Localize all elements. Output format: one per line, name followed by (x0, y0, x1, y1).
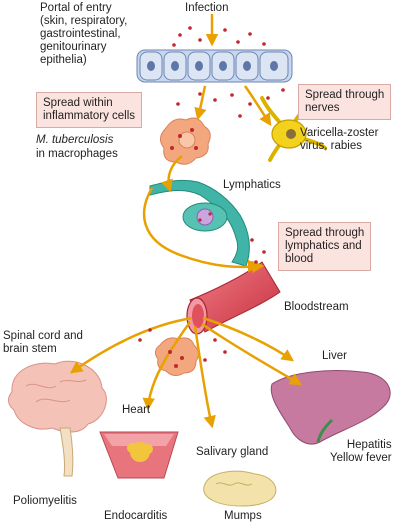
spread-inflammatory-box: Spread within inflammatory cells (36, 92, 143, 128)
heart-label: Heart (122, 404, 151, 416)
liver-label: Liver (322, 350, 347, 362)
varicella-label: Varicella-zoster virus, rabies (300, 127, 379, 152)
bloodstream-label: Bloodstream (284, 301, 349, 313)
mumps-label: Mumps (224, 510, 262, 522)
hepatitis-label: Hepatitis Yellow fever (330, 439, 392, 464)
lymphatic-vessel (149, 179, 250, 267)
virus-particles (138, 26, 285, 368)
macrophage-cell (160, 117, 211, 165)
heart-organ (99, 431, 179, 479)
m-tuberculosis-label: M. tuberculosis (36, 134, 114, 146)
poliomyelitis-label: Poliomyelitis (13, 495, 77, 507)
endocarditis-label: Endocarditis (104, 510, 168, 522)
portal-of-entry-label: Portal of entry (skin, respiratory, gast… (40, 2, 128, 66)
spread-arrows (69, 14, 303, 429)
blood-macrophage (154, 337, 200, 377)
infection-label: Infection (185, 2, 229, 14)
spinal-cord-label: Spinal cord and brain stem (3, 330, 83, 355)
lymphatics-label: Lymphatics (223, 179, 281, 191)
blood-vessel (186, 261, 281, 335)
salivary-gland-organ (203, 470, 277, 507)
salivary-gland-label: Salivary gland (196, 446, 269, 458)
brain-organ (8, 360, 107, 477)
liver-organ (270, 370, 391, 445)
macrophages-label: in macrophages (36, 148, 118, 160)
spread-lymph-blood-box: Spread through lymphatics and blood (278, 222, 372, 271)
spread-nerves-box: Spread through nerves (298, 84, 392, 120)
epithelium-cells (136, 49, 293, 83)
